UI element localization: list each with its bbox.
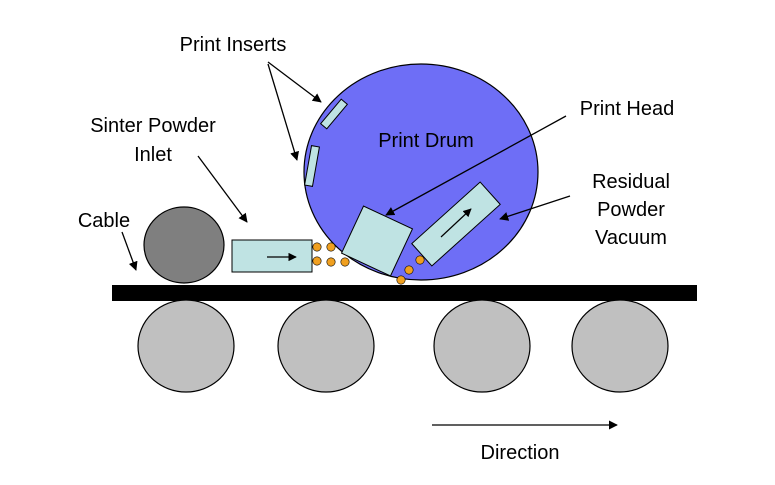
roller-3	[433, 299, 531, 393]
roller-2	[277, 299, 375, 393]
print-head	[340, 205, 414, 277]
vacuum-pointer	[499, 195, 571, 221]
residual-powder-vacuum	[411, 181, 501, 267]
print-inserts-pointer-upper	[267, 61, 322, 103]
residual-powder-vacuum-label-line3: Vacuum	[595, 227, 667, 249]
residual-powder-vacuum-label-line1: Residual	[592, 171, 670, 193]
vacuum-flow-arrow	[440, 208, 472, 238]
powder-particle	[326, 242, 336, 252]
powder-particle	[415, 255, 425, 265]
cable	[143, 206, 225, 284]
print-inserts-pointer-lower	[267, 63, 299, 161]
print-head-pointer	[385, 115, 567, 216]
cable-label: Cable	[78, 210, 130, 232]
cable-pointer	[121, 231, 138, 271]
roller-4	[571, 299, 669, 393]
powder-particles	[312, 242, 425, 285]
residual-powder-vacuum-label-line2: Powder	[597, 199, 665, 221]
powder-particle	[312, 242, 322, 252]
belt	[112, 285, 697, 301]
powder-particle	[396, 275, 406, 285]
sinter-powder-inlet	[231, 239, 313, 273]
powder-particle	[404, 265, 414, 275]
sinter-powder-inlet-label-line2: Inlet	[134, 144, 172, 166]
powder-particle	[340, 257, 350, 267]
direction-label: Direction	[481, 442, 560, 464]
roller-1	[137, 299, 235, 393]
print-insert-upper	[319, 98, 349, 130]
print-head-label: Print Head	[580, 98, 675, 120]
print-inserts-label: Print Inserts	[180, 34, 287, 56]
sinter-inlet-pointer	[197, 155, 248, 223]
print-drum-label: Print Drum	[378, 130, 474, 152]
print-insert-lower	[304, 145, 320, 187]
sinter-powder-inlet-label-line1: Sinter Powder	[90, 115, 216, 137]
powder-particle	[326, 257, 336, 267]
powder-particle	[312, 256, 322, 266]
